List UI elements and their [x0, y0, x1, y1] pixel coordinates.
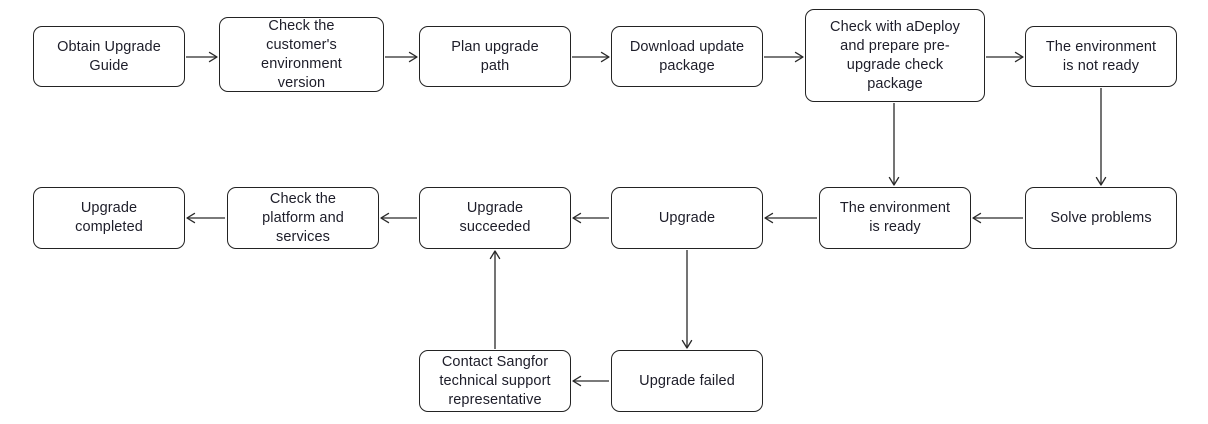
flow-node-upgrade-failed[interactable]: Upgrade failed — [611, 350, 763, 412]
flow-node-environment-not-ready[interactable]: The environment is not ready — [1025, 26, 1177, 87]
flow-node-obtain-upgrade-guide[interactable]: Obtain Upgrade Guide — [33, 26, 185, 87]
arrowhead-icon — [489, 250, 501, 260]
flow-edge-ready-to-upgrade — [764, 212, 817, 224]
flow-edge-download-to-adeploy — [764, 51, 804, 63]
arrowhead-icon — [572, 375, 582, 387]
arrowhead-icon — [408, 51, 418, 63]
arrowhead-icon — [208, 51, 218, 63]
arrowhead-icon — [572, 212, 582, 224]
arrowhead-icon — [794, 51, 804, 63]
arrowhead-icon — [186, 212, 196, 224]
flow-node-download-update-package[interactable]: Download update package — [611, 26, 763, 87]
arrowhead-icon — [888, 176, 900, 186]
flow-edge-not-ready-to-solve — [1095, 88, 1107, 186]
arrowhead-icon — [681, 339, 693, 349]
flow-edge-check-platform-to-completed — [186, 212, 225, 224]
arrowhead-icon — [1014, 51, 1024, 63]
flow-edge-guide-to-version — [186, 51, 218, 63]
flow-edge-upgrade-to-succeeded — [572, 212, 609, 224]
flow-node-check-platform-and-services[interactable]: Check the platform and services — [227, 187, 379, 249]
flow-node-solve-problems[interactable]: Solve problems — [1025, 187, 1177, 249]
arrowhead-icon — [972, 212, 982, 224]
flow-edge-adeploy-to-not-ready — [986, 51, 1024, 63]
flow-node-check-customer-environment-version[interactable]: Check the customer's environment version — [219, 17, 384, 92]
flow-edge-succeeded-to-check-platform — [380, 212, 417, 224]
flow-node-upgrade[interactable]: Upgrade — [611, 187, 763, 249]
arrowhead-icon — [764, 212, 774, 224]
flow-node-check-with-adeploy[interactable]: Check with aDeploy and prepare pre- upgr… — [805, 9, 985, 102]
flow-edge-adeploy-to-ready — [888, 103, 900, 186]
arrowhead-icon — [1095, 176, 1107, 186]
flow-node-upgrade-succeeded[interactable]: Upgrade succeeded — [419, 187, 571, 249]
flow-node-plan-upgrade-path[interactable]: Plan upgrade path — [419, 26, 571, 87]
flow-node-environment-is-ready[interactable]: The environment is ready — [819, 187, 971, 249]
arrowhead-icon — [600, 51, 610, 63]
flow-edge-plan-to-download — [572, 51, 610, 63]
arrowhead-icon — [380, 212, 390, 224]
flow-edge-version-to-plan — [385, 51, 418, 63]
flow-edge-contact-to-succeeded — [489, 250, 501, 349]
flow-node-contact-sangfor-support[interactable]: Contact Sangfor technical support repres… — [419, 350, 571, 412]
flow-edge-failed-to-contact — [572, 375, 609, 387]
flow-edge-upgrade-to-failed — [681, 250, 693, 349]
flow-node-upgrade-completed[interactable]: Upgrade completed — [33, 187, 185, 249]
flow-edge-solve-to-ready — [972, 212, 1023, 224]
